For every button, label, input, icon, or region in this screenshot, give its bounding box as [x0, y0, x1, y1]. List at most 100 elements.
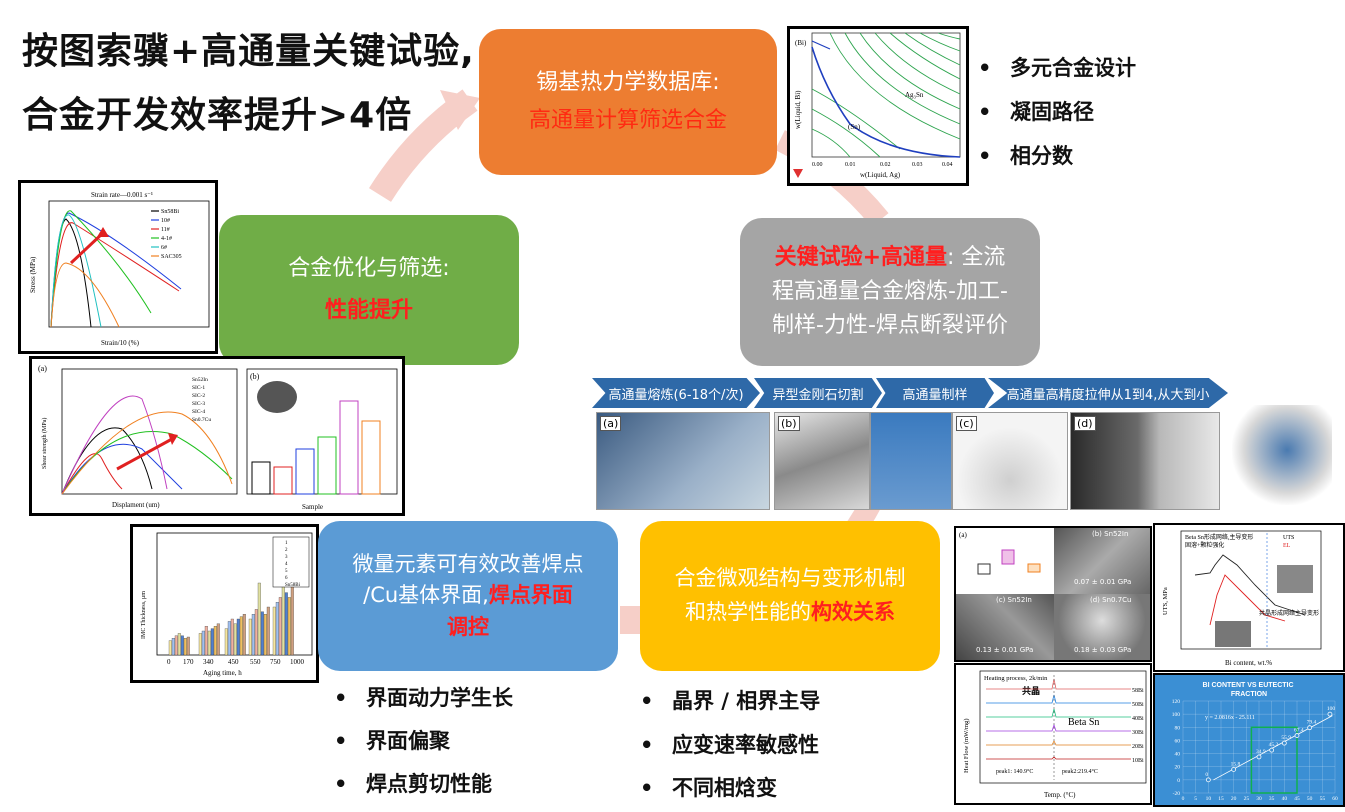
uts-note3: 共晶形成网络主导变形 [1259, 609, 1319, 617]
imc-legend-6: Sn58Bi [285, 583, 301, 588]
ss-xlabel: Strain/10 (%) [101, 339, 140, 347]
imc-bar [224, 628, 228, 656]
data-label: 34.9 [1256, 749, 1266, 755]
imc-bar [230, 618, 234, 656]
hardness-label-d: (d) Sn0.7Cu [1090, 596, 1132, 604]
photo-label-d: (d) [1074, 416, 1096, 431]
dsc-series-0: 58Bi [1132, 688, 1144, 694]
thermo-database-label: 锡基热力学数据库: [536, 70, 720, 96]
eutectic-xtick: 0 [1182, 796, 1185, 802]
dsc-beta-label: Beta Sn [1068, 717, 1099, 728]
imc-bar [239, 616, 243, 656]
dsc-chart: Heating process, 2k/min 共晶 Beta Sn 58Bi … [963, 670, 1147, 799]
bullet-phase-fraction: •相分数 [978, 144, 1073, 168]
imc-legend-3: 4 [285, 562, 288, 567]
eutectic-ytick: -20 [1173, 791, 1181, 797]
uts-note1: Beta Sn形成网络,主导变形 [1185, 533, 1253, 541]
imc-bar [290, 582, 294, 656]
key-experiment-line1: : 全流 [947, 244, 1006, 270]
fracture-photo [257, 381, 297, 413]
phase-xtick-3: 0.03 [912, 162, 923, 168]
hardness-boxplot: (a) [956, 528, 1054, 594]
eutectic-xtick: 35 [1269, 796, 1275, 802]
alloy-optimization-label: 合金优化与筛选: [288, 256, 450, 282]
bullet-interface-kinetics: •界面动力学生长 [334, 686, 513, 710]
dsc-series-4: 20Bi [1132, 744, 1144, 750]
eutectic-xtick: 50 [1307, 796, 1313, 802]
phase-xlabel: w(Liquid, Ag) [860, 171, 901, 179]
interface-control-line2: /Cu基体界面, [363, 583, 489, 608]
imc-legend-0: 1 [285, 541, 288, 546]
diamond-cutter-photo: (b) [774, 412, 870, 510]
imc-bar [233, 623, 237, 656]
data-label: 15.8 [1231, 761, 1241, 767]
interface-control-line1: 微量元素可有效改善焊点 [352, 551, 584, 576]
ss-legend-0: Sn58Bi [161, 209, 179, 215]
stress-strain-title: Strain rate—0.001 s⁻¹ [91, 191, 153, 199]
thermo-database-highlight: 高通量计算筛选合金 [528, 108, 727, 133]
structure-property-highlight: 构效关系 [811, 600, 895, 624]
key-experiment-line3: 制样-力性-焊点断裂评价 [772, 313, 1008, 339]
dsc-xlabel: Temp. (°C) [1044, 791, 1076, 799]
dsc-ylabel: Heat Flow (mW/mg) [963, 718, 970, 773]
hardness-value-d: 0.18 ± 0.03 GPa [1074, 646, 1132, 654]
phase-xtick-0: 0.00 [812, 162, 823, 168]
phase-diagram: (Bi) Ag₃Sn (Sn) 0.00 0.01 0.02 0.03 0.04… [793, 32, 961, 179]
imc-xlabel: Aging time, h [203, 669, 242, 677]
eutectic-xtick: 20 [1231, 796, 1237, 802]
imc-legend-5: 6 [285, 576, 288, 581]
imc-bar [287, 597, 291, 656]
imc-bar [180, 635, 184, 656]
phase-diagram-panel: (Bi) Ag₃Sn (Sn) 0.00 0.01 0.02 0.03 0.04… [787, 26, 969, 186]
eutectic-xtick: 60 [1332, 796, 1338, 802]
page-title-line2: 合金开发效率提升>4倍 [22, 95, 413, 136]
structure-property-line2: 和热学性能的 [685, 600, 811, 624]
alloy-optimization-highlight: 性能提升 [324, 298, 413, 323]
data-label: 55.9 [1281, 735, 1291, 741]
micrograph-d: (d) Sn0.7Cu 0.18 ± 0.03 GPa [1054, 594, 1150, 660]
imc-bar [275, 602, 279, 656]
eutectic-ytick: 120 [1172, 699, 1181, 705]
imc-thickness-panel: 1 2 3 4 5 6 Sn58Bi 0 170 340 450 550 750… [130, 524, 319, 683]
process-step-melting: 高通量熔炼(6-18个/次) [592, 378, 760, 408]
process-step-sample-prep: 高通量制样 [876, 378, 994, 408]
imc-bar [242, 614, 246, 656]
imc-xtick-6: 1000 [290, 658, 305, 666]
imc-bar [171, 638, 175, 656]
ss-legend-1: 10# [161, 218, 170, 224]
shear-ylabel-a: Shear strength (MPa) [41, 418, 48, 469]
shear-legend-3: SIC-3 [192, 401, 205, 407]
bullet-phase-enthalpy: •不同相焓变 [640, 776, 777, 800]
eutectic-fraction-chart: BI CONTENT VS EUTECTIC FRACTION -2002040… [1172, 682, 1338, 802]
imc-bar [284, 592, 288, 656]
shear-plot-b-label: (b) [250, 372, 260, 381]
imc-bar [272, 606, 276, 656]
imc-bar [227, 621, 231, 656]
imc-bar [177, 633, 181, 656]
imc-bar [186, 636, 190, 656]
data-point [1231, 767, 1237, 772]
micrograph-c: (c) Sn52In 0.13 ± 0.01 GPa [956, 594, 1054, 660]
imc-bar [168, 640, 172, 656]
shear-legend-0: Sn52In [192, 377, 208, 383]
software-logo-icon [793, 169, 803, 178]
hardness-label-a: (a) [959, 531, 967, 539]
process-step-cutting: 异型金刚石切割 [754, 378, 882, 408]
ss-legend-5: SAC305 [161, 254, 182, 260]
uts-xlabel: Bi content, wt.% [1225, 659, 1272, 667]
bullet-strain-rate: •应变速率敏感性 [640, 733, 819, 757]
data-point [1281, 740, 1287, 746]
imc-legend-2: 3 [285, 555, 288, 560]
key-experiment-line2: 程高通量合金熔炼-加工- [772, 278, 1008, 304]
imc-bar [174, 635, 178, 656]
imc-xtick-1: 170 [183, 658, 194, 666]
micrograph-b: (b) Sn52In 0.07 ± 0.01 GPa [1054, 528, 1150, 594]
hardness-value-b: 0.07 ± 0.01 GPa [1074, 578, 1132, 586]
eutectic-equation: y = 2.0816x - 25.111 [1205, 715, 1255, 721]
data-point [1307, 725, 1313, 731]
data-label: 100 [1327, 706, 1336, 712]
eutectic-xtick: 55 [1320, 796, 1326, 802]
ss-ylabel: Stress (MPa) [29, 256, 37, 293]
shear-xlabel-b: Sample [302, 503, 323, 511]
